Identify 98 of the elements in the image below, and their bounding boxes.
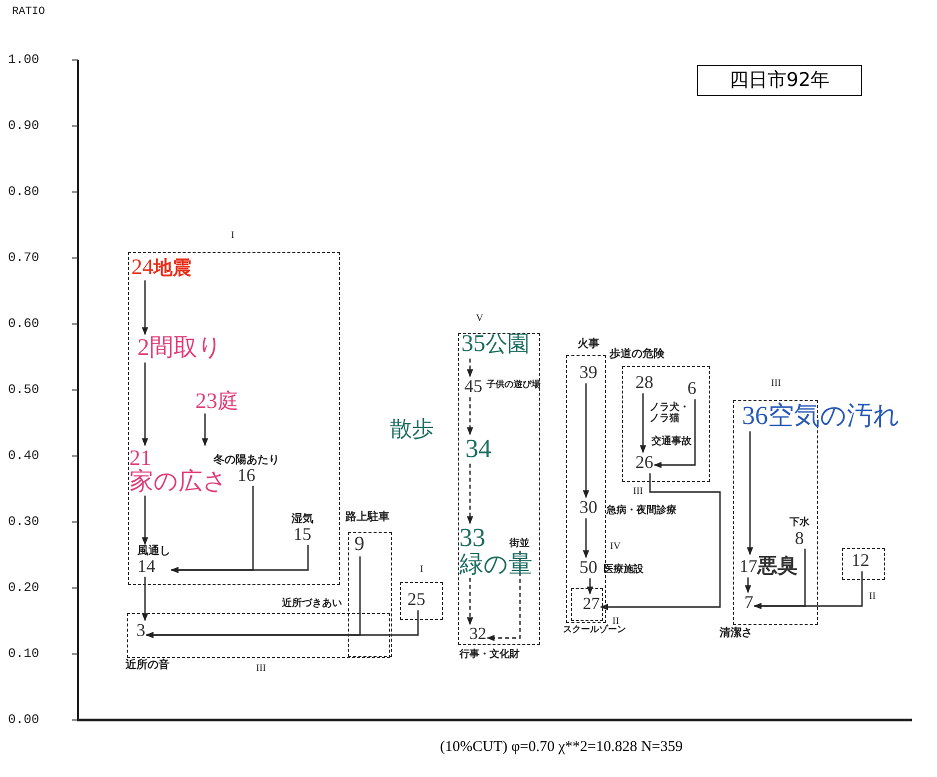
- node-number: 34: [465, 435, 492, 463]
- group-numeral: III: [256, 663, 266, 674]
- node-label: 緑の量: [459, 552, 532, 577]
- node-label: 冬の陽あたり: [213, 454, 280, 466]
- node-number: 12: [851, 551, 870, 570]
- caption: (10%CUT) φ=0.70 χ**2=10.828 N=359: [440, 739, 683, 756]
- arrow: [466, 397, 474, 436]
- tick-label: 0.50: [8, 382, 40, 397]
- group-numeral: IV: [610, 541, 621, 552]
- node-number: 50: [579, 558, 598, 578]
- tick-label: 0.40: [8, 448, 40, 463]
- group-numeral: I: [420, 564, 424, 575]
- arrow: [466, 464, 474, 524]
- arrow: [146, 610, 419, 638]
- node-label: 空気の汚れ: [768, 403, 900, 430]
- tick-label: 0.10: [8, 646, 40, 661]
- arrow: [202, 413, 208, 446]
- node-number: 25: [407, 590, 426, 610]
- node-label: 庭: [217, 390, 238, 412]
- arrow: [142, 496, 148, 546]
- node-label: 風通し: [137, 545, 170, 557]
- node-number: 30: [579, 498, 598, 518]
- side-label: 医療施設: [603, 564, 644, 576]
- node-label: 悪臭: [757, 555, 798, 576]
- side-label: 急病・夜間診療: [606, 505, 676, 516]
- tick-label: 0.00: [8, 712, 40, 727]
- node-label: 間取り: [149, 335, 222, 361]
- node-number: 35: [461, 332, 486, 358]
- arrow: [600, 473, 721, 610]
- tick-label: 0.20: [8, 580, 40, 595]
- arrow: [466, 358, 474, 378]
- arrow: [582, 518, 590, 558]
- node-number: 16: [237, 466, 256, 485]
- arrow: [142, 362, 148, 446]
- axis-title: RATIO: [12, 6, 46, 18]
- group-numeral: III: [771, 378, 781, 389]
- tick-label: 0.30: [8, 514, 40, 529]
- title-box: 四日市92年: [697, 65, 862, 96]
- arrow: [586, 578, 594, 595]
- node-number: 6: [687, 379, 696, 398]
- node-label: 公園: [485, 333, 530, 356]
- floating-label: 近所づきあい: [282, 596, 342, 610]
- tick-label: 0.90: [8, 118, 40, 133]
- node-number: 3: [136, 621, 146, 640]
- tick-label: 0.70: [8, 250, 40, 265]
- node-label: 下水: [789, 518, 810, 529]
- node-number: 14: [137, 556, 156, 576]
- node-number: 9: [354, 534, 364, 556]
- arrow: [142, 280, 148, 336]
- floating-label: 散歩: [390, 416, 434, 444]
- side-label: 交通事故: [651, 436, 692, 448]
- node-number: 32: [469, 625, 486, 644]
- side-label: 子供の遊び場: [486, 381, 540, 392]
- node-number: 27: [582, 594, 600, 613]
- side-label: ノラ犬・ノラ猫: [649, 402, 690, 424]
- arrow: [142, 576, 148, 622]
- side-label: 火事: [577, 338, 600, 350]
- side-label: 近所の音: [125, 659, 170, 672]
- node-number: 8: [794, 528, 804, 548]
- node-number: 23: [195, 389, 218, 412]
- group-numeral: II: [612, 616, 620, 628]
- side-label: 歩道の危険: [609, 348, 664, 360]
- node-number: 21: [129, 446, 152, 470]
- arrow: [744, 577, 752, 594]
- group-numeral: V: [476, 313, 484, 324]
- node-number: 2: [137, 336, 150, 362]
- group-numeral: II: [869, 591, 876, 602]
- node-number: 24: [131, 255, 154, 278]
- node-number: 33: [459, 524, 486, 552]
- arrow: [640, 393, 646, 454]
- node-label: 湿気: [291, 513, 314, 525]
- node-number: 45: [464, 377, 482, 396]
- arrow: [170, 544, 309, 574]
- arrow: [486, 550, 521, 642]
- node-number: 39: [579, 363, 598, 382]
- tick-label: 0.80: [8, 184, 40, 199]
- arrow: [582, 383, 590, 498]
- group-numeral: III: [633, 486, 643, 497]
- node-label: 街並: [509, 539, 530, 550]
- tick-label: 1.00: [8, 52, 40, 67]
- side-label: 行事・文化財: [459, 649, 520, 660]
- arrow: [754, 571, 863, 610]
- node-label: 家の広さ: [129, 469, 228, 495]
- node-label: 地震: [153, 259, 192, 280]
- node-number: 36: [742, 402, 768, 430]
- group-numeral: I: [231, 230, 234, 241]
- node-number: 7: [744, 593, 754, 612]
- side-label: 路上駐車: [345, 511, 390, 524]
- node-number: 17: [739, 557, 758, 576]
- node-number: 28: [635, 373, 654, 392]
- side-label: 清潔さ: [719, 627, 752, 640]
- arrow: [654, 399, 696, 468]
- side-label: スクールゾーン: [562, 626, 626, 636]
- tick-label: 0.60: [8, 316, 40, 331]
- node-number: 15: [293, 524, 312, 544]
- node-number: 26: [635, 453, 654, 472]
- arrow: [466, 578, 474, 626]
- arrow: [746, 431, 754, 556]
